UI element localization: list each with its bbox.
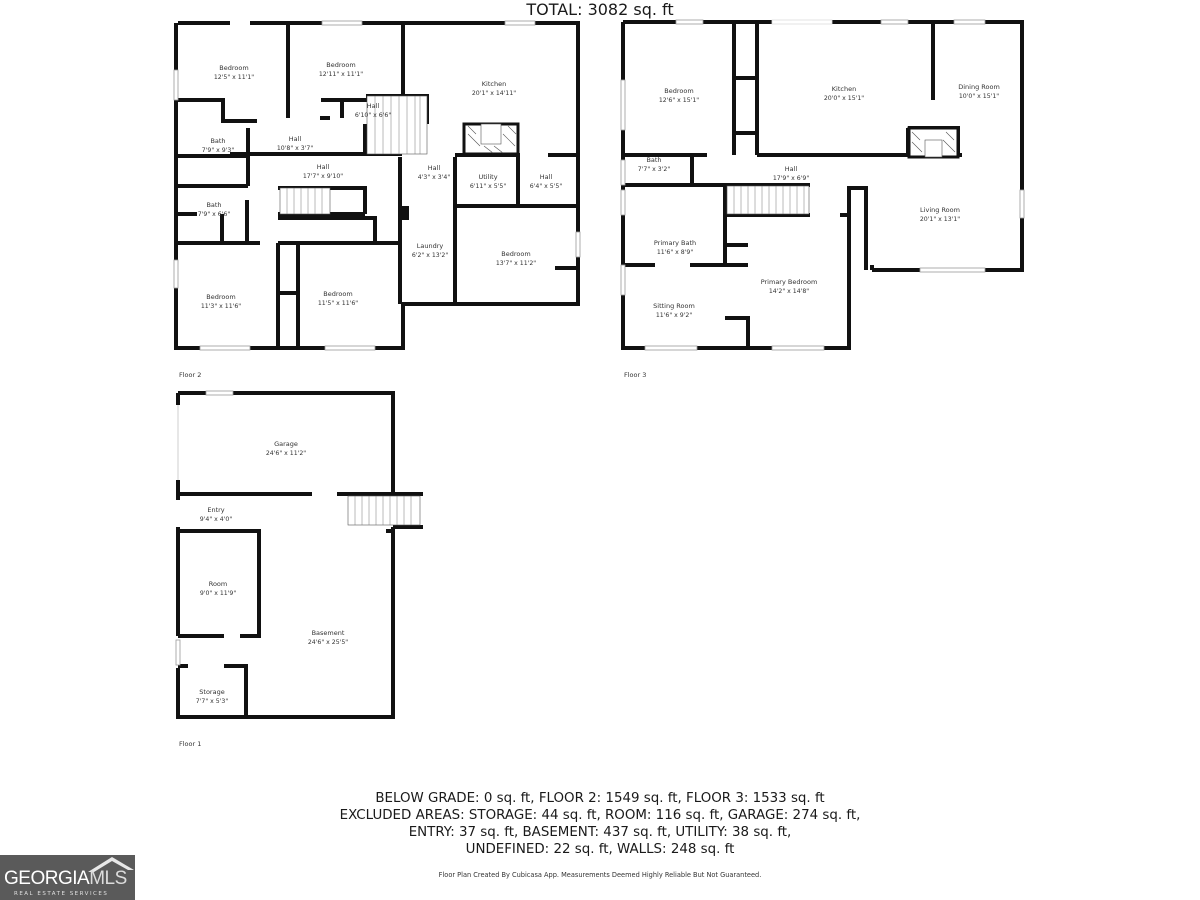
room-label: Hall bbox=[785, 165, 798, 173]
room-dims: 6'4" x 5'5" bbox=[530, 183, 563, 190]
room-dims: 9'0" x 11'9" bbox=[200, 590, 237, 597]
room-dims: 12'11" x 11'1" bbox=[319, 71, 363, 78]
area-line: BELOW GRADE: 0 sq. ft, FLOOR 2: 1549 sq.… bbox=[375, 791, 825, 806]
room-label: Sitting Room bbox=[653, 302, 695, 310]
room-dims: 20'0" x 15'1" bbox=[824, 95, 864, 102]
room-dims: 9'4" x 4'0" bbox=[200, 516, 233, 523]
logo-brand: GEORGIAMLS bbox=[4, 868, 127, 890]
stairs-icon bbox=[279, 95, 428, 215]
room-label: Kitchen bbox=[482, 80, 506, 88]
stairs-icon bbox=[726, 185, 810, 215]
disclaimer-note: Floor Plan Created By Cubicasa App. Meas… bbox=[438, 871, 762, 879]
room-dims: 24'6" x 25'5" bbox=[308, 639, 348, 646]
room-dims: 7'9" x 9'3" bbox=[202, 147, 235, 154]
room-label: Bedroom bbox=[323, 290, 352, 298]
room-dims: 6'10" x 6'6" bbox=[355, 112, 392, 119]
stairs-icon bbox=[347, 495, 421, 526]
room-label: Hall bbox=[540, 173, 553, 181]
room-label: Hall bbox=[317, 163, 330, 171]
room-label: Primary Bath bbox=[654, 239, 696, 247]
room-label: Bedroom bbox=[501, 250, 530, 258]
room-dims: 7'7" x 3'2" bbox=[638, 166, 671, 173]
floor-1-plan: Garage 24'6" x 11'2" Entry 9'4" x 4'0" R… bbox=[175, 390, 423, 748]
room-dims: 7'9" x 6'6" bbox=[198, 211, 231, 218]
room-dims: 17'9" x 6'9" bbox=[773, 175, 810, 182]
room-label: Laundry bbox=[417, 242, 444, 250]
room-dims: 11'3" x 11'6" bbox=[201, 303, 241, 310]
room-label: Garage bbox=[274, 440, 298, 448]
room-dims: 11'5" x 11'6" bbox=[318, 300, 358, 307]
total-area: TOTAL: 3082 sq. ft bbox=[526, 0, 674, 19]
room-label: Living Room bbox=[920, 206, 960, 214]
floor-1-label: Floor 1 bbox=[179, 740, 201, 748]
area-line: ENTRY: 37 sq. ft, BASEMENT: 437 sq. ft, … bbox=[408, 825, 792, 840]
floor-3-label: Floor 3 bbox=[624, 371, 646, 379]
room-label: Hall bbox=[428, 164, 441, 172]
area-line: UNDEFINED: 22 sq. ft, WALLS: 248 sq. ft bbox=[465, 842, 735, 857]
room-label: Room bbox=[209, 580, 228, 588]
room-dims: 17'7" x 9'10" bbox=[303, 173, 343, 180]
room-label: Bedroom bbox=[664, 87, 693, 95]
room-label: Hall bbox=[289, 135, 302, 143]
room-dims: 24'6" x 11'2" bbox=[266, 450, 306, 457]
room-dims: 11'6" x 8'9" bbox=[657, 249, 694, 256]
house-roof-icon bbox=[88, 857, 134, 872]
room-label: Entry bbox=[207, 506, 224, 514]
room-label: Basement bbox=[312, 629, 345, 637]
room-label: Bath bbox=[206, 201, 221, 209]
room-dims: 7'7" x 5'3" bbox=[196, 698, 229, 705]
room-dims: 6'11" x 5'5" bbox=[470, 183, 507, 190]
room-label: Hall bbox=[367, 102, 380, 110]
room-dims: 10'8" x 3'7" bbox=[277, 145, 314, 152]
logo-brand-suffix: MLS bbox=[89, 868, 127, 889]
room-label: Utility bbox=[478, 173, 497, 181]
area-breakdown: BELOW GRADE: 0 sq. ft, FLOOR 2: 1549 sq.… bbox=[300, 790, 900, 858]
room-dims: 13'7" x 11'2" bbox=[496, 260, 536, 267]
room-label: Bedroom bbox=[206, 293, 235, 301]
floor-2-plan: Bedroom 12'5" x 11'1" Bedroom 12'11" x 1… bbox=[173, 20, 581, 379]
room-dims: 20'1" x 14'11" bbox=[472, 90, 516, 97]
room-label: Bath bbox=[646, 156, 661, 164]
room-dims: 4'3" x 3'4" bbox=[418, 174, 451, 181]
room-label: Bath bbox=[210, 137, 225, 145]
room-label: Primary Bedroom bbox=[761, 278, 818, 286]
room-dims: 11'6" x 9'2" bbox=[656, 312, 693, 319]
logo-brand-main: GEORGIA bbox=[4, 868, 90, 889]
room-label: Bedroom bbox=[326, 61, 355, 69]
room-label: Dining Room bbox=[958, 83, 1000, 91]
area-line: EXCLUDED AREAS: STORAGE: 44 sq. ft, ROOM… bbox=[339, 808, 861, 823]
room-label: Bedroom bbox=[219, 64, 248, 72]
room-dims: 10'0" x 15'1" bbox=[959, 93, 999, 100]
floor-2-label: Floor 2 bbox=[179, 371, 201, 379]
room-dims: 20'1" x 13'1" bbox=[920, 216, 960, 223]
room-dims: 14'2" x 14'8" bbox=[769, 288, 809, 295]
room-label: Kitchen bbox=[832, 85, 856, 93]
room-dims: 6'2" x 13'2" bbox=[412, 252, 449, 259]
logo-tagline: REAL ESTATE SERVICES bbox=[14, 891, 109, 897]
floor-1-walls bbox=[176, 391, 423, 719]
floor-3-walls bbox=[621, 20, 1024, 350]
room-dims: 12'5" x 11'1" bbox=[214, 74, 254, 81]
floor-3-plan: Bedroom 12'6" x 15'1" Kitchen 20'0" x 15… bbox=[620, 19, 1025, 379]
georgia-mls-logo: GEORGIAMLS REAL ESTATE SERVICES bbox=[0, 855, 135, 900]
room-label: Storage bbox=[199, 688, 224, 696]
room-dims: 12'6" x 15'1" bbox=[659, 97, 699, 104]
